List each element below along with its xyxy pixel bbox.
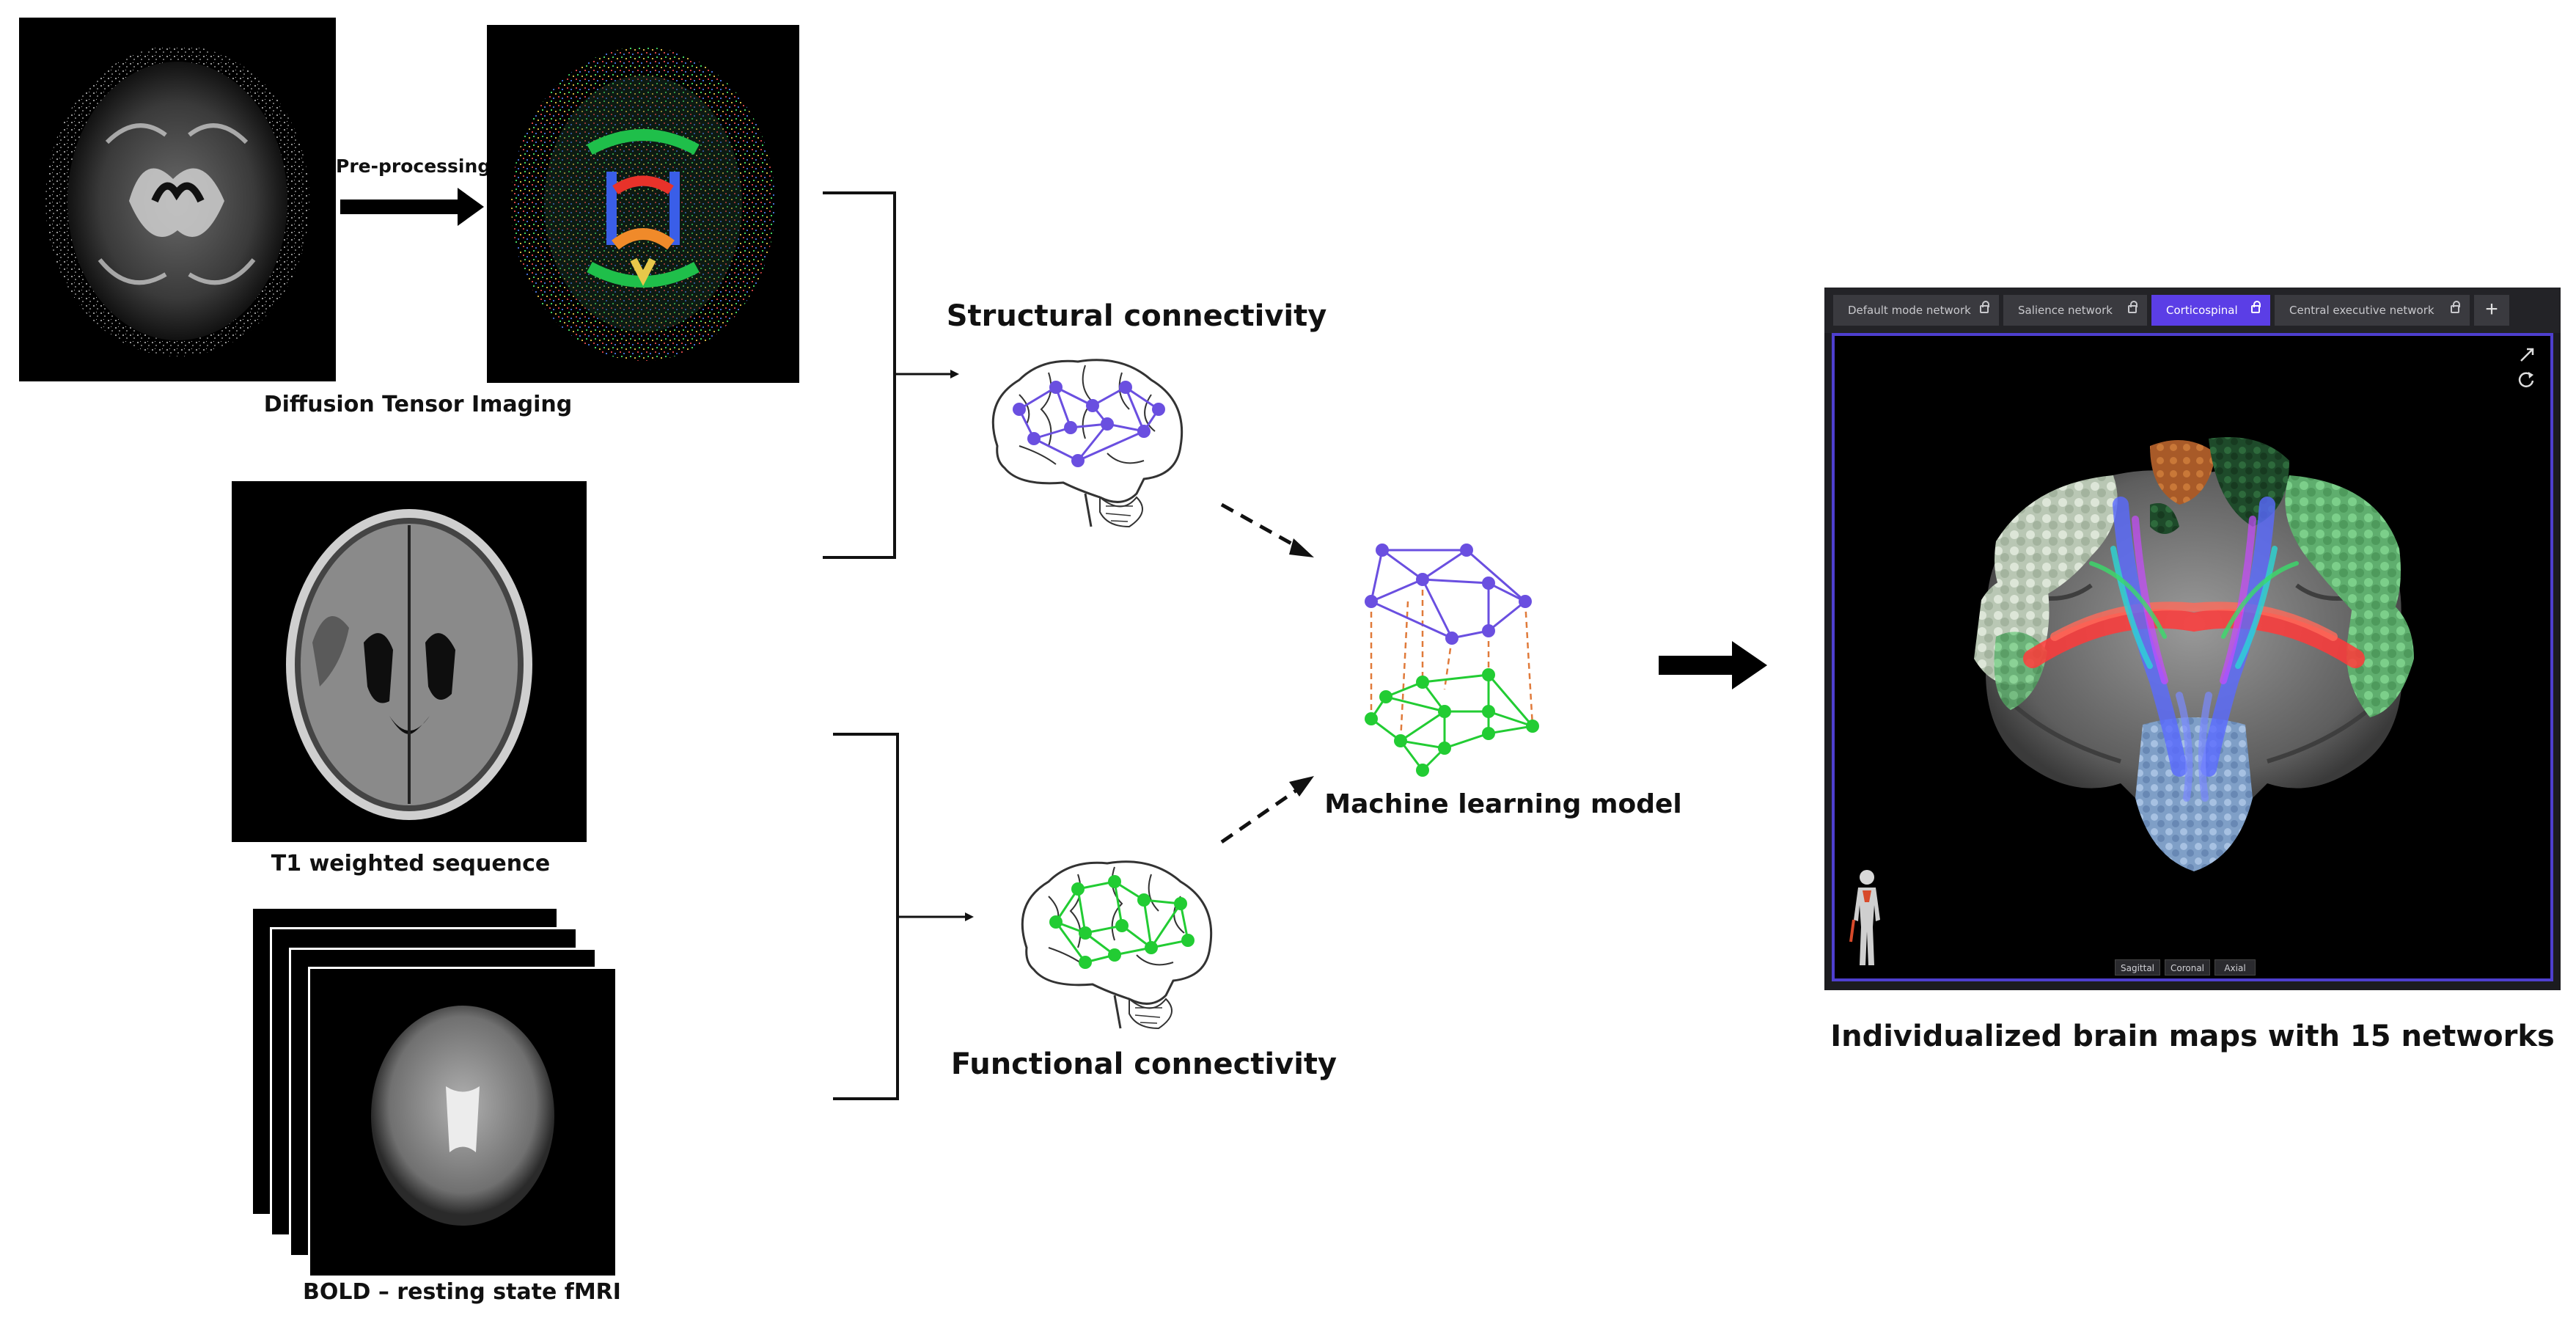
structural-connectivity-title: Structural connectivity [946,299,1327,333]
network-tab-bar: Default mode network Salience network Co… [1824,288,2561,333]
tab-label: Central executive network [2289,304,2434,317]
to-output-arrow [1659,641,1767,689]
reset-rotation-icon[interactable] [2517,370,2536,389]
functional-to-model-arrow [1220,776,1314,844]
tab-salience-network[interactable]: Salience network [2003,295,2147,326]
lock-icon [2251,301,2261,313]
3d-viewer[interactable]: Sagittal Coronal Axial [1832,333,2553,981]
dti-raw-image [19,18,336,381]
t1-caption: T1 weighted sequence [271,851,551,877]
coronal-view-button[interactable]: Coronal [2165,959,2210,976]
brain-network-rendering [1974,437,2414,871]
preprocessing-arrow [340,188,484,226]
preprocessing-label: Pre-processing [336,155,491,177]
tab-label: Salience network [2018,304,2113,317]
bold-caption: BOLD – resting state fMRI [303,1279,621,1305]
functional-brain-graph [1021,860,1213,1030]
lock-icon [1980,301,1989,313]
tab-default-mode-network[interactable]: Default mode network [1833,295,1999,326]
brain-map-viewer-screenshot: Default mode network Salience network Co… [1824,288,2561,990]
sagittal-view-button[interactable]: Sagittal [2115,959,2160,976]
dti-caption: Diffusion Tensor Imaging [263,392,573,417]
structural-to-model-arrow [1220,502,1314,557]
bold-frame-front [308,967,617,1278]
multilayer-network-model [1365,544,1539,777]
structural-brain-graph [991,359,1184,528]
tab-label: Default mode network [1848,304,1971,317]
tab-label: Corticospinal [2166,304,2238,317]
output-caption: Individualized brain maps with 15 networ… [1830,1020,2555,1053]
ml-model-caption: Machine learning model [1324,789,1682,819]
plus-icon: + [2485,297,2498,321]
functional-connectivity-title: Functional connectivity [950,1047,1337,1081]
axial-view-button[interactable]: Axial [2214,959,2256,976]
add-tab-button[interactable]: + [2474,295,2509,326]
lock-icon [2451,301,2460,313]
structural-bracket [823,191,959,559]
functional-bracket [833,733,974,1100]
dti-color-fa-image [487,25,799,383]
expand-icon[interactable] [2518,346,2536,364]
lock-icon [2128,301,2138,313]
human-body-icon [1849,870,1880,965]
t1-image [232,481,587,842]
tab-corticospinal[interactable]: Corticospinal [2151,295,2270,326]
tab-central-executive-network[interactable]: Central executive network [2275,295,2470,326]
